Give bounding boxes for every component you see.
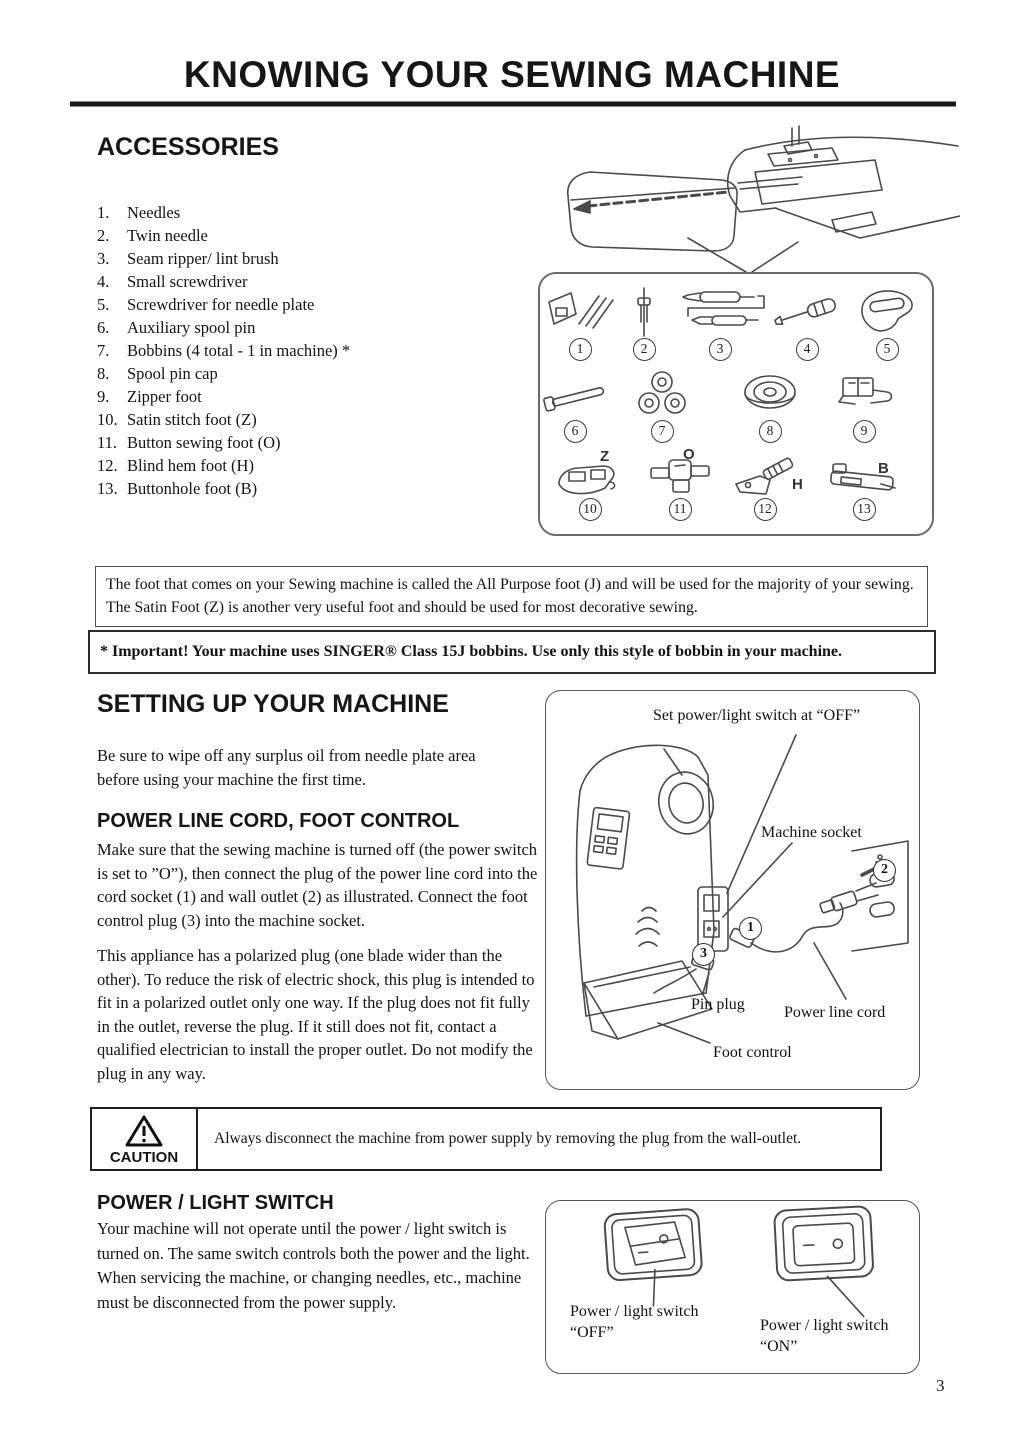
- power-switch-heading: POWER / LIGHT SWITCH: [97, 1192, 334, 1214]
- part-auxiliary-spool-pin: 6: [533, 374, 617, 443]
- list-item: 12.Blind hem foot (H): [97, 456, 254, 475]
- diagram-number-1: 1: [739, 917, 762, 940]
- list-item: 10.Satin stitch foot (Z): [97, 410, 257, 429]
- setup-diagram: Set power/light switch at “OFF” Machine …: [545, 690, 920, 1090]
- setup-intro: Be sure to wipe off any surplus oil from…: [97, 746, 476, 789]
- important-note-box: * Important! Your machine uses SINGER® C…: [88, 630, 936, 674]
- part-button-sewing-foot: 11: [638, 454, 722, 521]
- foot-letter-b: B: [878, 460, 889, 477]
- power-cord-heading: POWER LINE CORD, FOOT CONTROL: [97, 810, 460, 832]
- label-foot-control: Foot control: [713, 1044, 792, 1061]
- list-item: 11.Button sewing foot (O): [97, 433, 281, 452]
- caution-label: CAUTION: [109, 1149, 179, 1166]
- part-seam-ripper-lint-brush: 3: [678, 286, 765, 361]
- foot-note-text: The foot that comes on your Sewing machi…: [106, 576, 914, 616]
- part-zipper-foot: 9: [822, 370, 906, 443]
- part-bobbins: 7: [620, 370, 704, 443]
- list-item: 1.Needles: [97, 203, 181, 222]
- power-cord-para1: Make sure that the sewing machine is tur…: [97, 840, 538, 930]
- list-item: 4.Small screwdriver: [97, 272, 248, 291]
- power-cord-para2: This appliance has a polarized plug (one…: [97, 946, 535, 1083]
- accessories-list: 1.Needles 2.Twin needle 3.Seam ripper/ l…: [97, 201, 547, 500]
- part-needle-plate-screwdriver: 5: [845, 286, 929, 361]
- diagram-number-3: 3: [692, 943, 715, 966]
- label-pin-plug: Pin plug: [691, 996, 745, 1013]
- list-item: 3.Seam ripper/ lint brush: [97, 249, 279, 268]
- label-power-line-cord: Power line cord: [784, 1004, 886, 1021]
- label-switch-off-state: Power / light switch “OFF”: [570, 1303, 699, 1341]
- part-small-screwdriver: 4: [765, 286, 849, 361]
- foot-letter-o: O: [683, 446, 695, 463]
- part-twin-needle: 2: [602, 286, 686, 361]
- part-satin-stitch-foot: 10: [548, 454, 632, 521]
- list-item: 9.Zipper foot: [97, 387, 202, 406]
- part-needles: 1: [538, 286, 622, 361]
- page-title: KNOWING YOUR SEWING MACHINE: [183, 54, 841, 95]
- setup-diagram-art: [575, 734, 909, 1044]
- diagram-number-2: 2: [873, 859, 896, 882]
- power-switch-para: Your machine will not operate until the …: [97, 1219, 530, 1312]
- part-blind-hem-foot: 12: [723, 454, 807, 521]
- accessories-heading: ACCESSORIES: [97, 133, 279, 161]
- accessories-parts-box: 1 2 3 4 5 6 7 8: [538, 272, 934, 536]
- part-buttonhole-foot: 13: [822, 454, 906, 521]
- list-item: 8.Spool pin cap: [97, 364, 218, 383]
- switch-diagram-art: [603, 1205, 874, 1318]
- label-machine-socket: Machine socket: [761, 824, 862, 841]
- list-item: 6.Auxiliary spool pin: [97, 318, 256, 337]
- setup-heading: SETTING UP YOUR MACHINE: [97, 690, 449, 718]
- caution-box: CAUTION Always disconnect the machine fr…: [90, 1107, 882, 1171]
- warning-triangle-icon: [125, 1115, 163, 1147]
- machine-accessory-illustration: [566, 125, 960, 273]
- foot-letter-z: Z: [600, 448, 610, 465]
- caution-text: Always disconnect the machine from power…: [214, 1130, 802, 1147]
- foot-note-box: The foot that comes on your Sewing machi…: [95, 566, 928, 627]
- caution-icon-cell: CAUTION: [92, 1109, 198, 1169]
- foot-letter-h: H: [792, 476, 803, 493]
- switch-diagram: Power / light switch “OFF” Power / light…: [545, 1200, 920, 1374]
- list-item: 2.Twin needle: [97, 226, 208, 245]
- list-item: 7.Bobbins (4 total - 1 in machine) *: [97, 341, 351, 360]
- list-item: 13.Buttonhole foot (B): [97, 479, 258, 498]
- part-spool-pin-cap: 8: [728, 370, 812, 443]
- label-switch-on-state: Power / light switch “ON”: [760, 1317, 889, 1355]
- label-switch-off: Set power/light switch at “OFF”: [653, 707, 861, 724]
- title-rule: [70, 101, 956, 107]
- list-item: 5.Screwdriver for needle plate: [97, 295, 315, 314]
- important-note-text: * Important! Your machine uses SINGER® C…: [100, 643, 843, 660]
- page-number: 3: [936, 1376, 945, 1395]
